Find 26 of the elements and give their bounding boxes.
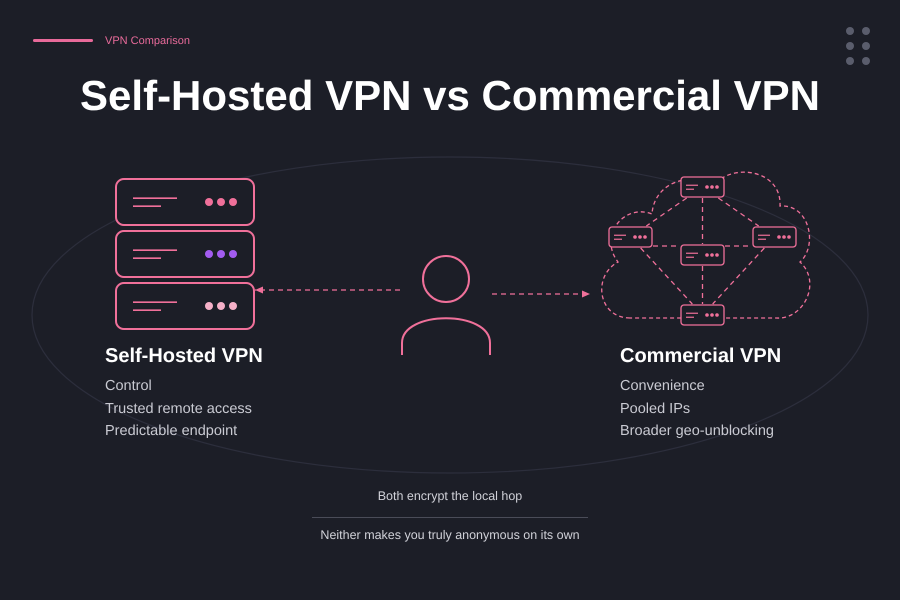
- dashed-line: [640, 248, 693, 304]
- note-text: Neither makes you truly anonymous on its own: [320, 528, 580, 542]
- server-icon: [680, 176, 725, 198]
- title: Self-Hosted VPN vs Commercial VPN: [80, 72, 820, 119]
- feature-text: Trusted remote access: [105, 400, 252, 416]
- feature-text: Convenience: [620, 378, 705, 394]
- server-icon: [608, 226, 653, 248]
- server-icon: [752, 226, 797, 248]
- server-icon: [680, 244, 725, 266]
- dashed-arrow: [492, 290, 590, 298]
- dashed-arrow: [255, 286, 400, 294]
- dashed-line: [702, 198, 704, 244]
- feature-text: Predictable endpoint: [105, 423, 238, 439]
- dashed-line: [646, 197, 688, 227]
- dashed-line: [702, 266, 704, 304]
- dashed-line: [712, 248, 765, 304]
- dashed-line: [718, 197, 760, 227]
- server-stack-icon: [115, 178, 255, 330]
- feature-text: Broader geo-unblocking: [620, 423, 774, 439]
- note-text: Both encrypt the local hop: [378, 489, 522, 503]
- node-heading: Commercial VPN: [620, 345, 782, 368]
- server-icon: [680, 304, 725, 326]
- node-heading: Self-Hosted VPN: [105, 345, 263, 368]
- feature-text: Pooled IPs: [620, 400, 690, 416]
- feature-text: Control: [105, 378, 152, 394]
- category-label: VPN Comparison: [105, 35, 190, 47]
